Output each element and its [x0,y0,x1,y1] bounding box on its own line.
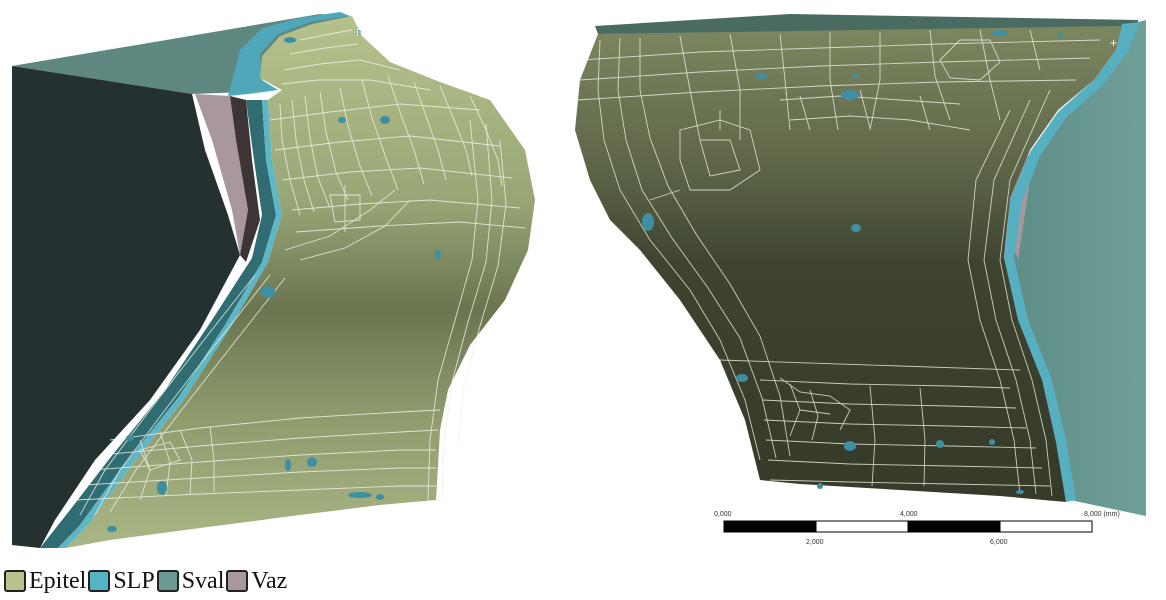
legend-swatch-sval [156,570,179,592]
right-epitel-surface [575,26,1122,502]
legend-label-vaz: Vaz [251,567,288,594]
legend-swatch-vaz [226,570,249,592]
left-view: + [12,12,535,548]
scale-label-8: 8,000 (mm) [1084,511,1120,518]
left-top-slp [228,12,350,96]
left-epitel-surface [66,16,535,548]
legend-item-vaz: Vaz [226,568,287,595]
left-slp-spots [107,30,441,532]
legend-item-sval: Sval [156,567,225,595]
legend-item-epitel: Epitel [4,568,86,595]
right-slp-spots [642,30,1063,494]
left-slp-band [40,100,276,548]
right-origin-marker: + [1110,36,1117,50]
left-front-face [12,66,240,548]
left-origin-marker: + [354,25,361,39]
legend-swatch-epitel [4,570,26,592]
legend-label-sval: Sval [181,567,225,594]
scale-bar: 0,000 4,000 8,000 (mm) 2,000 6,000 [714,511,1120,546]
scale-label-6: 6,000 [990,539,1008,546]
legend-label-slp: SLP [113,567,155,594]
legend-swatch-slp [88,570,111,592]
right-mesh [577,29,1101,497]
scale-label-4: 4,000 [900,511,918,518]
legend-item-slp: SLP [88,567,155,595]
legend: Epitel SLP Sval Vaz [4,566,289,596]
left-vaz-band [195,94,248,255]
left-mesh [75,29,526,516]
left-vaz-shadow [230,96,260,262]
scale-label-2: 2,000 [806,539,824,546]
legend-label-epitel: Epitel [29,567,87,594]
right-slp-band [1004,22,1140,502]
right-view: + 0,000 4,000 8,000 (mm) 2,000 6,000 [575,14,1146,546]
scale-label-0: 0,000 [714,511,732,518]
